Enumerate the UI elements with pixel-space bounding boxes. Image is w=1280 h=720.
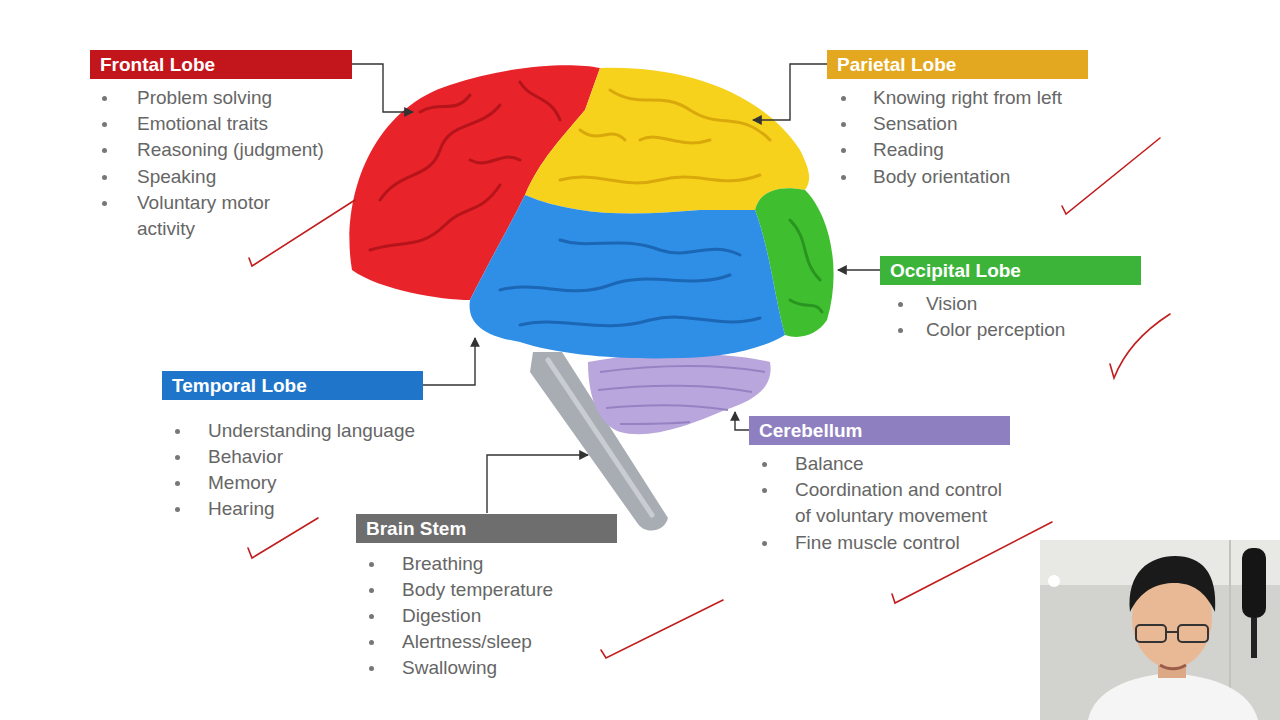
bullet-dot <box>369 666 374 671</box>
bullet-dot <box>102 148 107 153</box>
function-item: Color perception <box>926 317 1065 343</box>
bullet-dot <box>369 562 374 567</box>
parietal-lobe-shape <box>525 68 809 214</box>
bullet-dot <box>102 96 107 101</box>
bullet-dot <box>841 148 846 153</box>
bullet-dot <box>369 614 374 619</box>
bullet-dot <box>762 462 767 467</box>
bullet-dot <box>102 122 107 127</box>
lobe-title: Temporal Lobe <box>162 375 307 397</box>
bullet-dot <box>898 302 903 307</box>
leader-lines <box>352 64 880 513</box>
function-item: Swallowing <box>402 655 497 681</box>
function-item: Reasoning (judgment) <box>137 137 324 163</box>
function-item: Digestion <box>402 603 481 629</box>
lobe-title: Occipital Lobe <box>880 260 1021 282</box>
lobe-heading: Brain Stem <box>356 514 617 543</box>
function-item: Reading <box>873 137 944 163</box>
function-item: Memory <box>208 470 277 496</box>
bullet-dot <box>175 455 180 460</box>
bullet-dot <box>841 96 846 101</box>
lobe-heading: Temporal Lobe <box>162 371 423 400</box>
lobe-title: Cerebellum <box>749 420 862 442</box>
function-item: Fine muscle control <box>795 530 960 556</box>
bullet-dot <box>762 488 767 493</box>
bullet-dot <box>102 175 107 180</box>
lobe-title: Frontal Lobe <box>90 54 215 76</box>
bullet-dot <box>841 175 846 180</box>
bullet-dot <box>369 640 374 645</box>
function-item: Alertness/sleep <box>402 629 532 655</box>
function-item: Balance <box>795 451 864 477</box>
function-item: Problem solving <box>137 85 272 111</box>
temporal-lobe-shape <box>470 195 785 358</box>
lobe-heading: Cerebellum <box>749 416 1010 445</box>
bullet-dot <box>369 588 374 593</box>
function-item: Hearing <box>208 496 275 522</box>
cerebellum-shape <box>588 354 771 434</box>
lobe-title: Parietal Lobe <box>827 54 956 76</box>
function-item: Speaking <box>137 164 216 190</box>
bullet-dot <box>762 541 767 546</box>
bullet-dot <box>175 507 180 512</box>
function-item: Knowing right from left <box>873 85 1062 111</box>
function-item: Sensation <box>873 111 958 137</box>
function-item: Emotional traits <box>137 111 268 137</box>
function-item: Body temperature <box>402 577 553 603</box>
function-item: Behavior <box>208 444 283 470</box>
bullet-dot <box>841 122 846 127</box>
lobe-title: Brain Stem <box>356 518 466 540</box>
bullet-dot <box>175 481 180 486</box>
bullet-dot <box>175 429 180 434</box>
function-item: Vision <box>926 291 977 317</box>
lobe-heading: Parietal Lobe <box>827 50 1088 79</box>
function-item: Breathing <box>402 551 483 577</box>
lobe-heading: Frontal Lobe <box>90 50 352 79</box>
bullet-dot <box>102 201 107 206</box>
function-item: Coordination and control of voluntary mo… <box>795 477 1011 529</box>
lobe-heading: Occipital Lobe <box>880 256 1141 285</box>
function-item: Voluntary motor activity <box>137 190 302 242</box>
bullet-dot <box>898 328 903 333</box>
function-item: Body orientation <box>873 164 1010 190</box>
webcam-inset <box>1040 540 1280 720</box>
function-item: Understanding language <box>208 418 415 444</box>
